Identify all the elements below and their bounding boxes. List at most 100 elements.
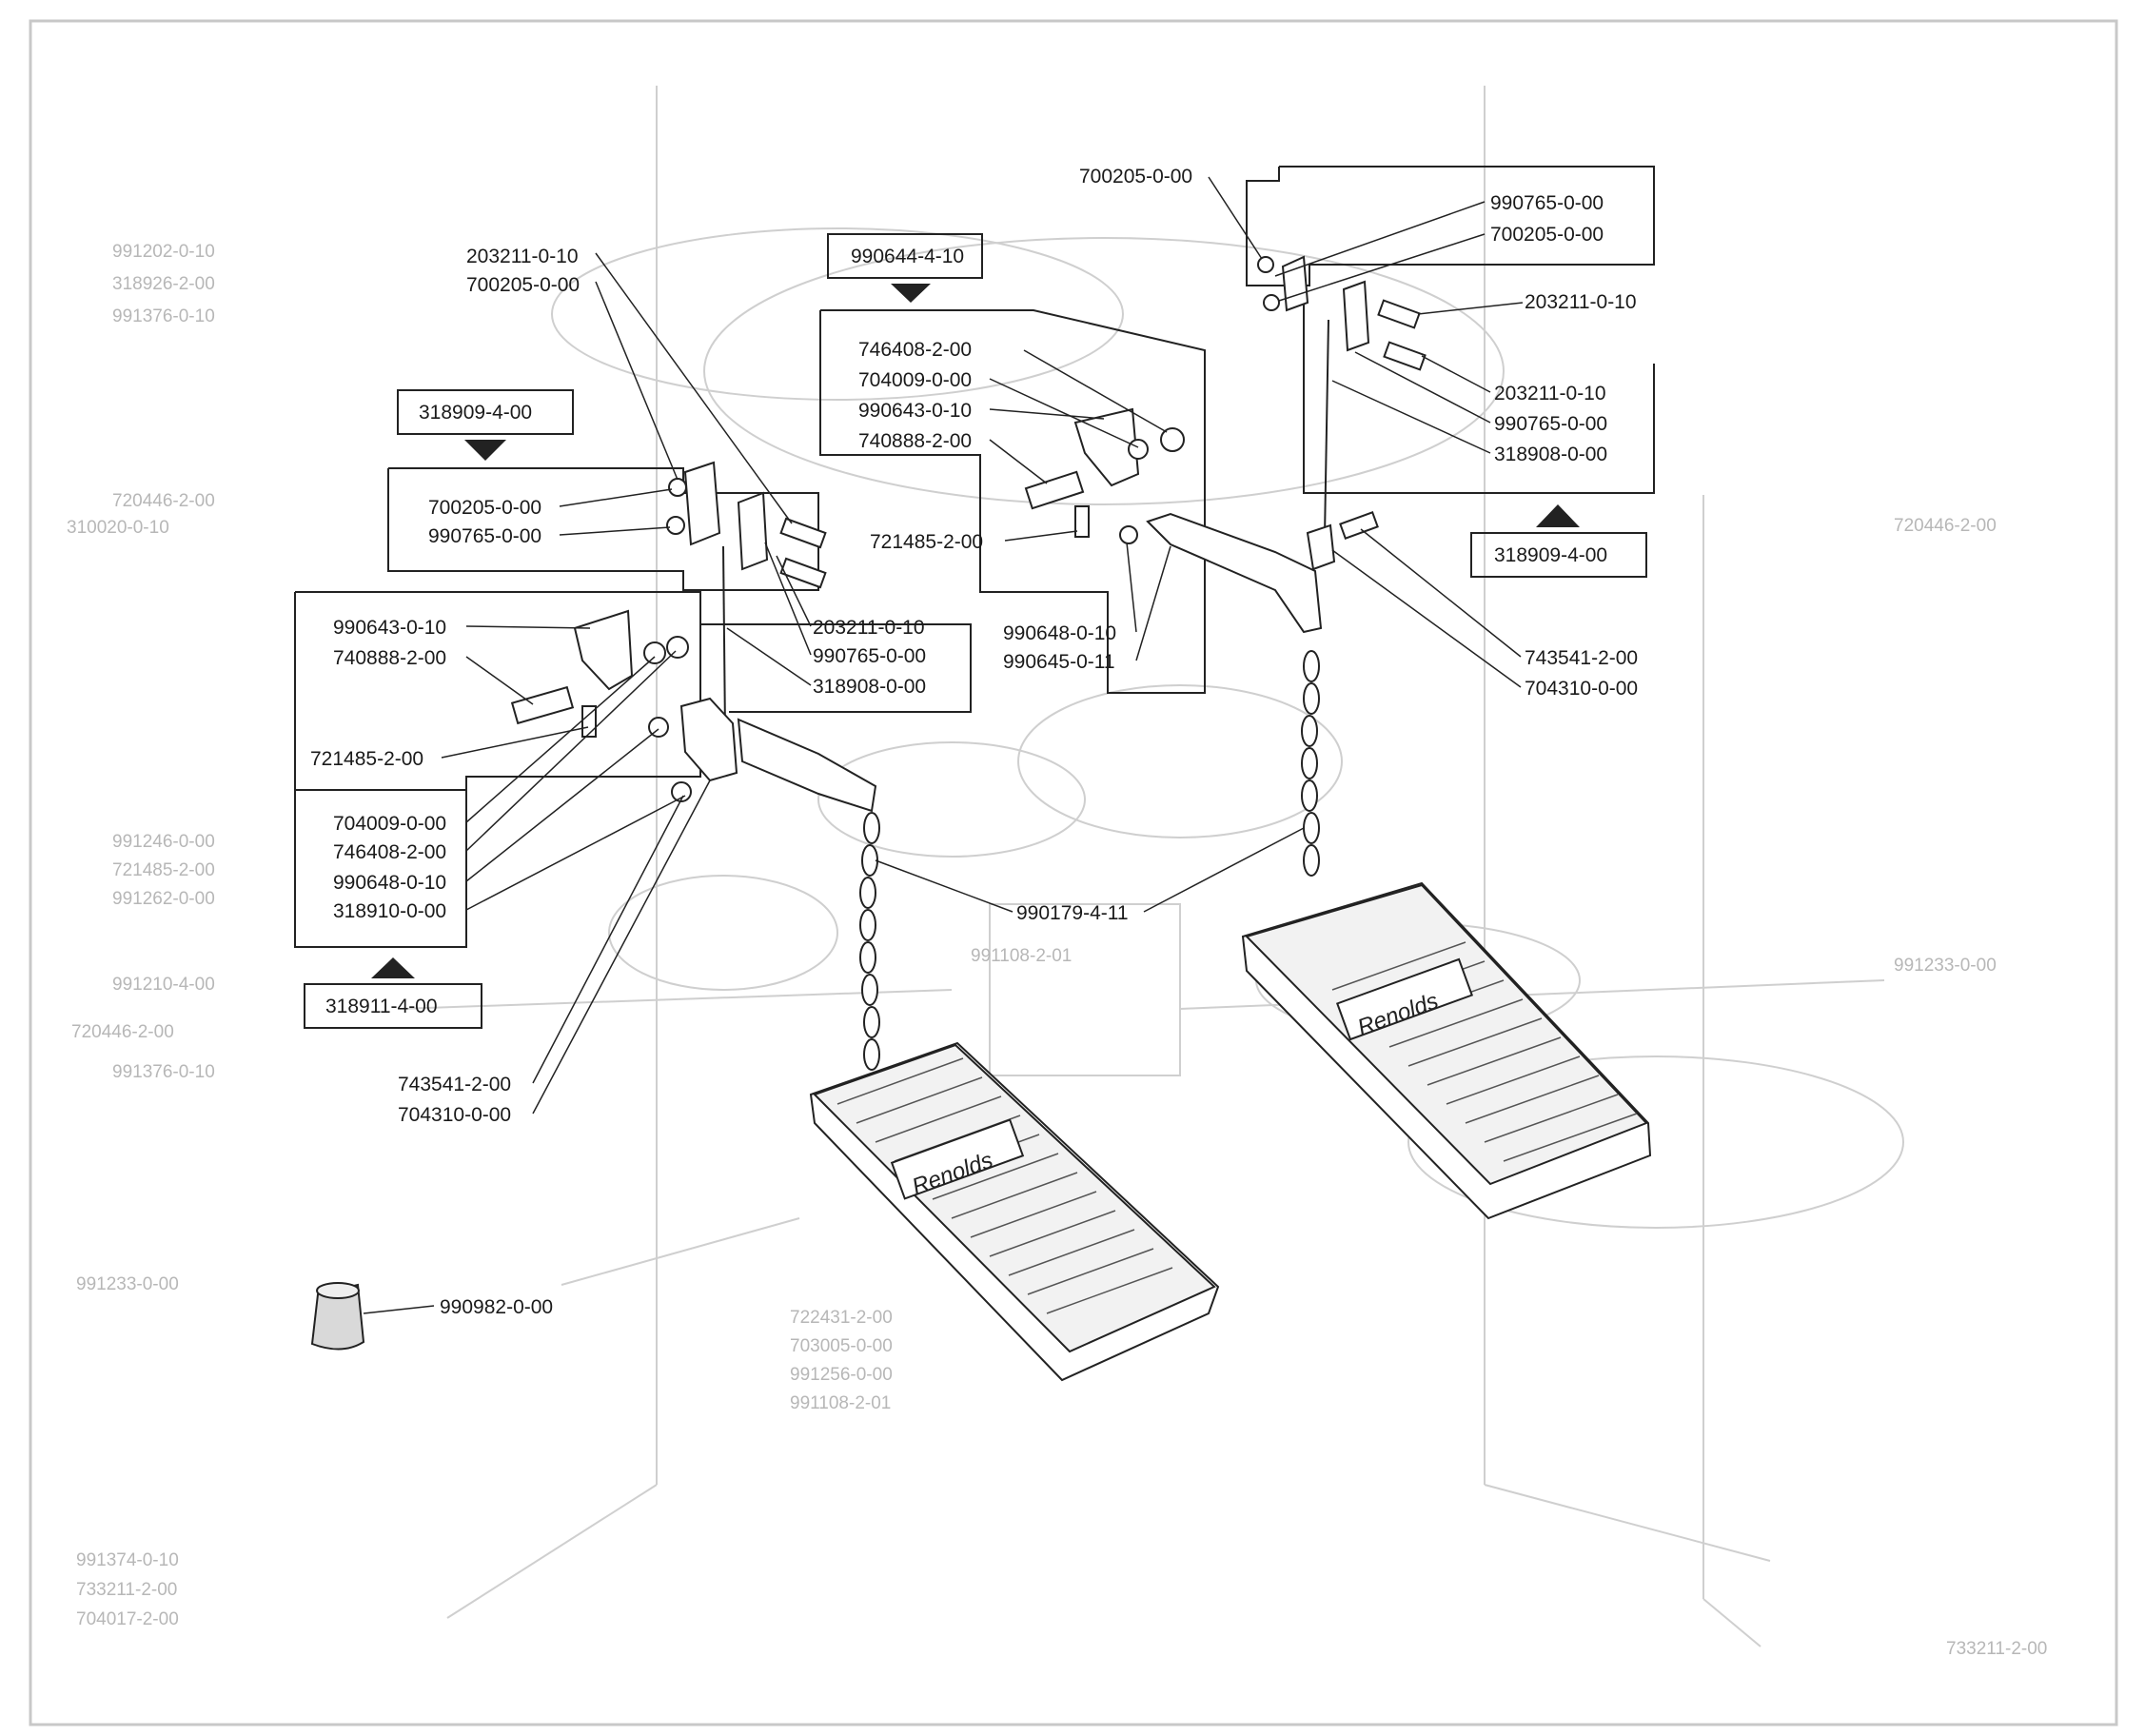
- callout-label: 700205-0-00: [428, 497, 541, 519]
- ghost-label: 704017-2-00: [76, 1609, 179, 1629]
- rubber-foot: [310, 1282, 365, 1351]
- ghost-label: 720446-2-00: [1894, 516, 1997, 536]
- ghost-label: 991256-0-00: [790, 1365, 893, 1385]
- l-bracket-center: [1073, 407, 1140, 487]
- ghost-label: 991108-2-01: [971, 946, 1072, 966]
- bolt: [1024, 470, 1085, 510]
- ghost-label: 720446-2-00: [112, 491, 215, 511]
- pedal-right-badge: [1335, 957, 1474, 1041]
- pedal-right: Renolds: [1241, 881, 1652, 1220]
- assembly-label: 318909-4-00: [1494, 544, 1607, 566]
- callout-label: 990765-0-00: [1494, 413, 1607, 435]
- pedal-left: Renolds: [809, 1041, 1220, 1382]
- assembly-box-318909-right: [1470, 532, 1647, 578]
- ghost-label: 991210-4-00: [112, 975, 215, 995]
- nut: [1160, 427, 1185, 452]
- callout-label: 990765-0-00: [428, 525, 541, 547]
- callout-frame-left-lower: [294, 789, 467, 948]
- ghost-label: 703005-0-00: [790, 1336, 893, 1356]
- callout-frames: [294, 166, 1655, 948]
- chains: [859, 650, 1320, 1071]
- washer: [668, 478, 687, 497]
- ghost-label: 991376-0-10: [112, 306, 215, 326]
- washer: [1257, 256, 1274, 273]
- callout-label: 990648-0-10: [333, 872, 446, 894]
- callout-label: 704009-0-00: [858, 369, 972, 391]
- assembly-label: 318909-4-00: [419, 402, 532, 424]
- arrow-up-icon: [371, 957, 415, 978]
- ghost-label: 991376-0-10: [112, 1062, 215, 1082]
- bolt: [510, 685, 575, 725]
- ghost-label: 991108-2-01: [790, 1393, 891, 1413]
- callout-frame-center: [819, 309, 1206, 694]
- callout-label: 740888-2-00: [858, 430, 972, 452]
- ghost-label: 733211-2-00: [76, 1580, 177, 1600]
- callout-label: 704310-0-00: [1525, 678, 1638, 700]
- assembly-label: 318911-4-00: [325, 996, 438, 1017]
- pedal-left-badge: [890, 1118, 1025, 1200]
- ghost-label: 733211-2-00: [1946, 1639, 2047, 1659]
- callout-label: 318910-0-00: [333, 900, 446, 922]
- nut: [666, 636, 689, 659]
- callout-label: 700205-0-00: [1079, 166, 1192, 187]
- screw: [1339, 511, 1379, 540]
- callout-frame-chain-link: [700, 623, 972, 713]
- callout-label: 990643-0-10: [333, 617, 446, 639]
- assembly-box-990644: [827, 233, 983, 279]
- screw: [1074, 505, 1090, 538]
- assembly-label-boxes: [304, 233, 1647, 1029]
- callout-label: 203211-0-10: [466, 246, 579, 267]
- ghost-label: 991233-0-00: [76, 1274, 179, 1294]
- pedal-arm-right: [1146, 512, 1323, 634]
- screw: [779, 517, 827, 549]
- callout-label: 704310-0-00: [398, 1104, 511, 1126]
- washer: [1119, 525, 1138, 544]
- callout-label: 721485-2-00: [870, 531, 983, 553]
- callout-label: 990179-4-11: [1016, 902, 1129, 924]
- assembly-box-318911: [304, 983, 482, 1029]
- ghost-label: 991246-0-00: [112, 832, 215, 852]
- callout-frame-top-right: [1246, 166, 1655, 286]
- callout-label: 203211-0-10: [813, 617, 925, 639]
- callout-label: 990645-0-11: [1003, 651, 1115, 673]
- callout-label: 318908-0-00: [813, 676, 926, 698]
- callout-label: 700205-0-00: [1490, 224, 1604, 246]
- rod: [1324, 319, 1329, 538]
- ghost-label: 318926-2-00: [112, 274, 215, 294]
- bracket-post-left: [679, 697, 738, 782]
- callout-label: 746408-2-00: [858, 339, 972, 361]
- ghost-labels: 991202-0-10 318926-2-00 991376-0-10 7204…: [67, 242, 2047, 1659]
- callout-label: 740888-2-00: [333, 647, 446, 669]
- leader-lines: [363, 176, 1524, 1314]
- screw: [779, 557, 827, 589]
- screw: [581, 705, 597, 738]
- screw: [1377, 299, 1421, 329]
- chain-left: [859, 812, 880, 1071]
- rod: [722, 545, 726, 734]
- washer: [671, 781, 692, 802]
- nut: [1128, 439, 1149, 460]
- arrow-up-icon: [1536, 504, 1580, 527]
- bracket-plate-left: [683, 461, 721, 546]
- bracket-plate-right: [1281, 255, 1309, 312]
- ghost-label: 310020-0-10: [67, 518, 169, 538]
- callout-label: 990765-0-00: [813, 645, 926, 667]
- pedal-arm-left: [737, 718, 877, 813]
- bracket-plate-right-b: [1342, 280, 1370, 352]
- washer: [666, 516, 685, 535]
- callout-label: 990643-0-10: [858, 400, 972, 422]
- callout-frame-left-upper: [387, 467, 819, 591]
- bracket-plate-left-b: [737, 491, 769, 571]
- screw: [1383, 341, 1427, 371]
- ghost-label: 991202-0-10: [112, 242, 215, 262]
- callout-label: 203211-0-10: [1494, 383, 1606, 404]
- callout-label: 990644-4-10: [851, 246, 964, 267]
- callout-label: 704009-0-00: [333, 813, 446, 835]
- callout-label: 990982-0-00: [440, 1296, 553, 1318]
- part-callouts: 700205-0-00 990765-0-00 700205-0-00 2032…: [310, 166, 1638, 1318]
- callout-frame-right: [1303, 286, 1655, 494]
- chain-right: [1301, 650, 1320, 877]
- washer: [1263, 294, 1280, 311]
- callout-label: 990765-0-00: [1490, 192, 1604, 214]
